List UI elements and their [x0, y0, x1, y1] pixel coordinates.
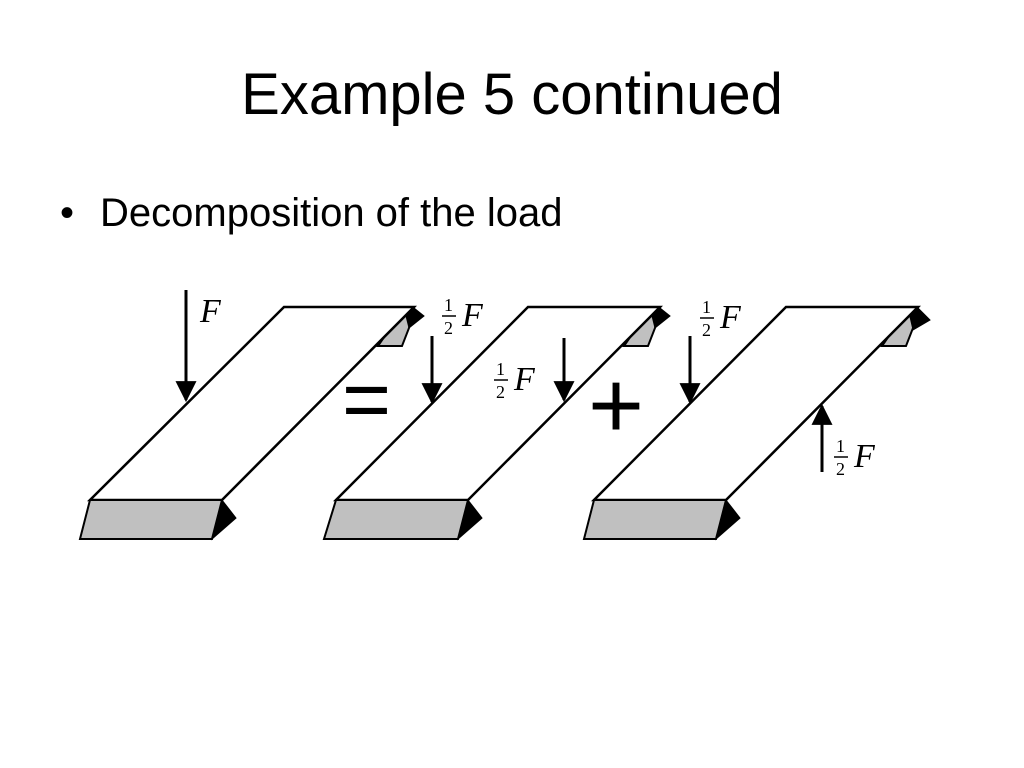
svg-text:1: 1	[444, 295, 453, 315]
plate-panel-3: 1 2 F 1 2 F	[582, 297, 931, 541]
plate-panel-1: F	[78, 290, 425, 541]
svg-text:1: 1	[496, 359, 505, 379]
svg-text:2: 2	[496, 382, 505, 402]
bullet-text: Decomposition of the load	[100, 191, 563, 235]
bullet-marker: •	[60, 191, 75, 235]
force-label-b: 1 2 F	[494, 359, 536, 402]
force-label-a: 1 2 F	[442, 295, 484, 338]
force-label-up: 1 2 F	[834, 436, 876, 479]
svg-text:1: 1	[702, 297, 711, 317]
svg-text:F: F	[513, 361, 536, 398]
near-support-end	[211, 498, 237, 541]
svg-text:2: 2	[444, 318, 453, 338]
near-support	[582, 499, 728, 540]
svg-text:F: F	[461, 297, 484, 334]
svg-text:2: 2	[702, 320, 711, 340]
equals-sign: =	[342, 352, 391, 446]
near-support-end	[457, 498, 483, 541]
plate-panel-2: 1 2 F 1 2 F	[322, 295, 671, 541]
svg-text:1: 1	[836, 436, 845, 456]
plus-sign: +	[588, 352, 644, 459]
svg-text:F: F	[853, 438, 876, 475]
near-support	[78, 499, 224, 540]
near-support-end	[715, 498, 741, 541]
svg-text:2: 2	[836, 459, 845, 479]
force-label: F	[199, 293, 222, 330]
force-label-down: 1 2 F	[700, 297, 742, 340]
bullet-item: • Decomposition of the load	[60, 188, 563, 238]
svg-text:F: F	[719, 299, 742, 336]
slide-title: Example 5 continued	[241, 62, 783, 127]
near-support	[322, 499, 470, 540]
